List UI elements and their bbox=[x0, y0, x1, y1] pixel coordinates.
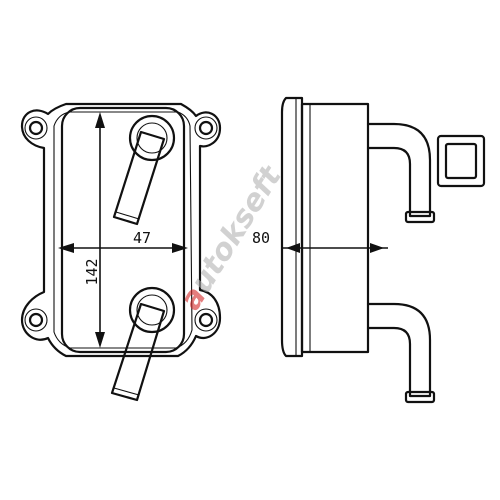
height-dimension-label: 142 bbox=[83, 258, 101, 285]
top-pipe bbox=[112, 130, 166, 226]
bottom-pipe bbox=[110, 302, 166, 402]
side-flange-plate bbox=[280, 96, 304, 358]
height-dimension: 142 bbox=[83, 112, 105, 348]
front-view: 142 47 bbox=[20, 102, 222, 402]
mount-hole-top-left bbox=[28, 120, 44, 136]
square-profile-symbol bbox=[436, 134, 486, 188]
side-top-elbow-pipe bbox=[366, 122, 432, 218]
top-port bbox=[112, 114, 176, 226]
front-flange-outline bbox=[20, 102, 222, 358]
width-dimension-label: 47 bbox=[133, 229, 151, 247]
depth-dimension-label: 80 bbox=[252, 229, 270, 247]
side-bottom-elbow-pipe bbox=[366, 302, 432, 398]
mount-hole-bottom-left bbox=[28, 312, 44, 328]
front-core-body bbox=[60, 106, 186, 354]
depth-dimension: 80 bbox=[252, 229, 388, 253]
width-dimension: 47 bbox=[58, 229, 188, 253]
mount-hole-top-right bbox=[198, 120, 214, 136]
side-core-body bbox=[300, 102, 370, 354]
side-view: 80 bbox=[252, 96, 436, 404]
mount-hole-bottom-right bbox=[198, 312, 214, 328]
bottom-port bbox=[110, 286, 176, 402]
